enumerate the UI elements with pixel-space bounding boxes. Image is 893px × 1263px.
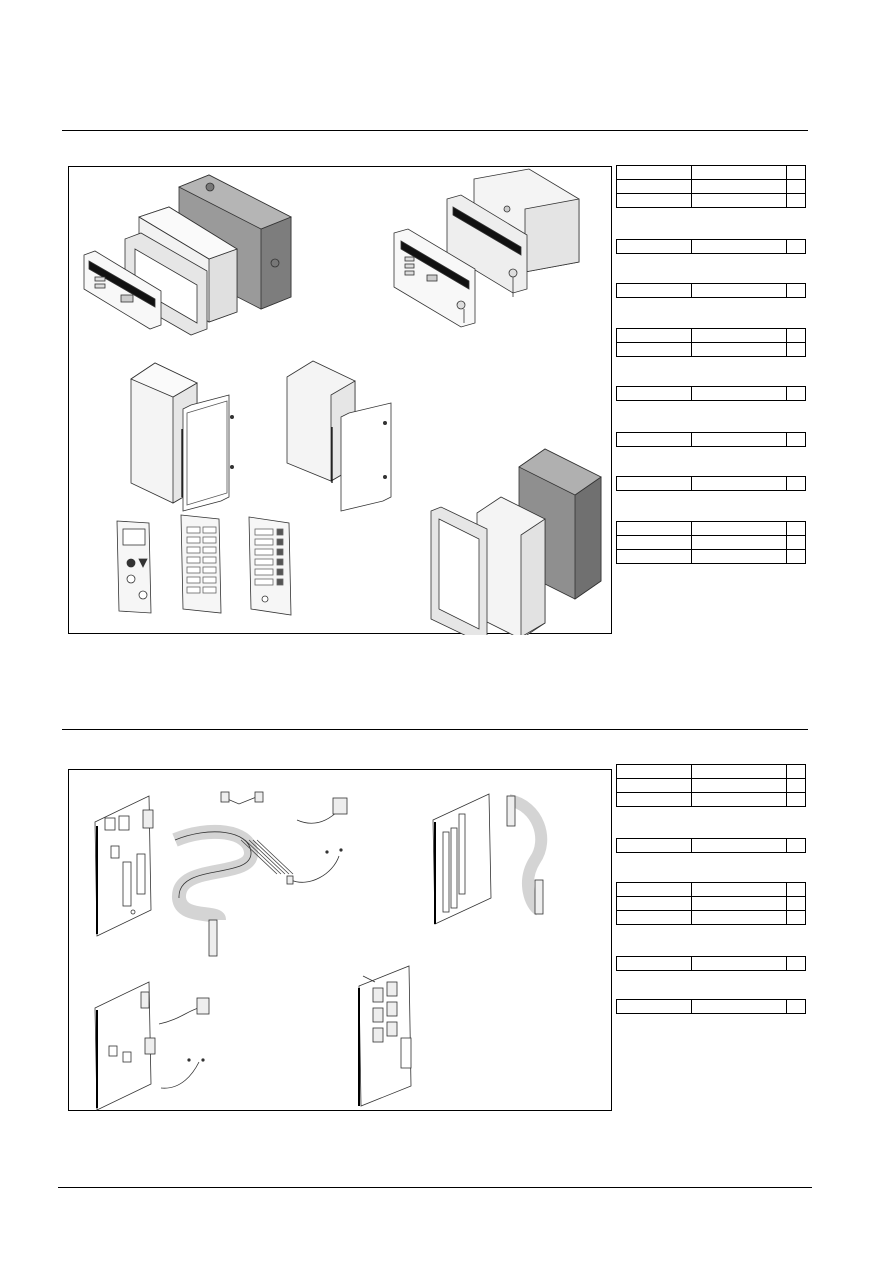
footer-rule bbox=[58, 1187, 812, 1188]
parts-table bbox=[616, 882, 806, 925]
parts-table bbox=[616, 386, 806, 401]
table-row bbox=[616, 549, 806, 564]
table-row bbox=[616, 910, 806, 925]
table-row bbox=[616, 764, 806, 779]
table-row bbox=[616, 792, 806, 807]
table-row bbox=[616, 179, 806, 194]
section-rule-top bbox=[62, 130, 808, 131]
parts-table bbox=[616, 283, 806, 298]
enclosures-figure bbox=[68, 166, 612, 635]
circuit-boards-figure bbox=[68, 769, 612, 1111]
parts-table bbox=[616, 956, 806, 971]
interface-board bbox=[94, 981, 210, 1111]
table-row bbox=[616, 283, 806, 298]
parts-table bbox=[616, 432, 806, 447]
parts-table bbox=[616, 521, 806, 564]
table-row bbox=[616, 999, 806, 1014]
module-panels bbox=[116, 514, 292, 616]
table-row bbox=[616, 882, 806, 897]
table-row bbox=[616, 239, 806, 254]
parts-table bbox=[616, 764, 806, 807]
parts-table bbox=[616, 838, 806, 853]
section-rule-middle bbox=[62, 729, 808, 730]
relay-board bbox=[358, 965, 412, 1107]
terminal-board bbox=[432, 793, 548, 925]
ribbon-cable bbox=[172, 791, 348, 957]
table-row bbox=[616, 328, 806, 343]
annunciator-enclosure-exploded bbox=[393, 168, 580, 328]
parts-table bbox=[616, 999, 806, 1014]
table-row bbox=[616, 521, 806, 536]
parts-table bbox=[616, 476, 806, 491]
table-row bbox=[616, 838, 806, 853]
parts-table bbox=[616, 328, 806, 357]
table-row bbox=[616, 165, 806, 180]
table-row bbox=[616, 342, 806, 357]
table-row bbox=[616, 476, 806, 491]
table-row bbox=[616, 778, 806, 793]
table-row bbox=[616, 535, 806, 550]
flush-mount-enclosure bbox=[430, 448, 602, 635]
vertical-backbox-a bbox=[130, 362, 234, 512]
table-row bbox=[616, 386, 806, 401]
panel-enclosure-exploded bbox=[83, 174, 292, 336]
table-row bbox=[616, 193, 806, 208]
vertical-backbox-b bbox=[286, 360, 392, 512]
parts-table bbox=[616, 239, 806, 254]
control-board bbox=[94, 795, 154, 937]
table-row bbox=[616, 896, 806, 911]
table-row bbox=[616, 956, 806, 971]
parts-table bbox=[616, 165, 806, 208]
table-row bbox=[616, 432, 806, 447]
